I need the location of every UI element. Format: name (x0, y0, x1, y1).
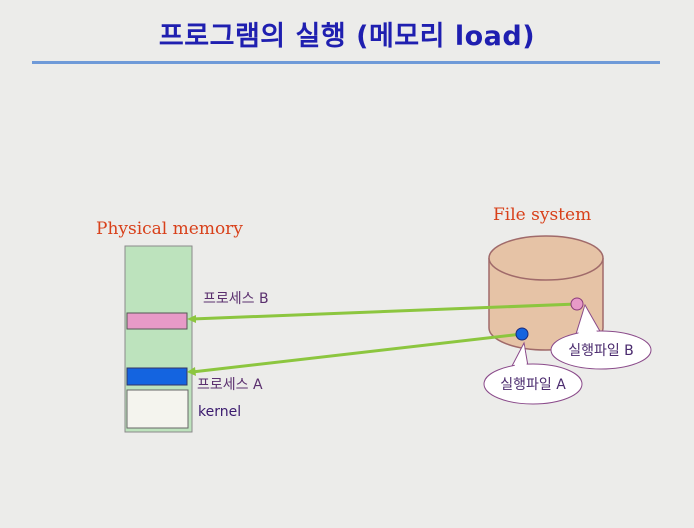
kernel-region (126, 389, 189, 429)
process-a-region (126, 367, 188, 386)
physical-memory-label: Physical memory (96, 219, 243, 239)
process-b-label: 프로세스 B (203, 291, 269, 307)
process-a-label: 프로세스 A (197, 377, 263, 393)
load-arrow-b (187, 302, 578, 323)
exe-b-label: 실행파일 B (568, 343, 634, 359)
file-system-label: File system (493, 205, 591, 225)
exe-b-callout (550, 303, 652, 370)
kernel-label: kernel (198, 404, 241, 420)
exe-a-callout (483, 341, 583, 405)
exe-b-marker (570, 297, 584, 311)
exe-a-marker (515, 327, 529, 341)
load-arrow-a (187, 332, 523, 376)
process-b-region (126, 312, 188, 330)
exe-a-label: 실행파일 A (500, 377, 566, 393)
slide-title: 프로그램의 실행 (메모리 load) (158, 21, 536, 52)
title-divider (32, 61, 660, 64)
